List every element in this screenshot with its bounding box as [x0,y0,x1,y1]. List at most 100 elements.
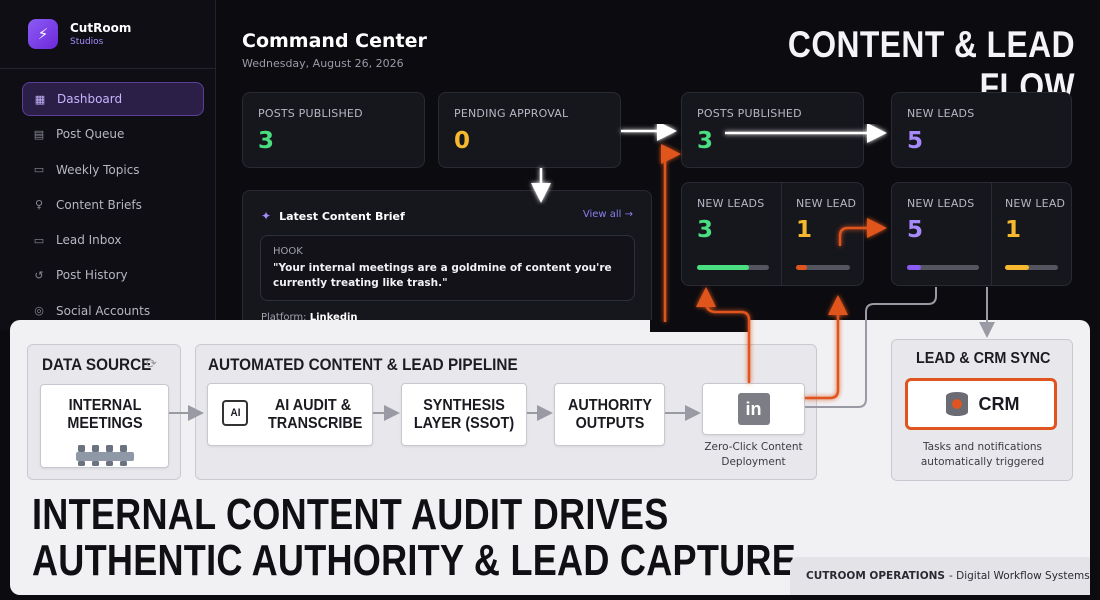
footer-tagline: - Digital Workflow Systems [948,570,1090,582]
stat-value: 1 [796,217,813,243]
crm-label: CRM [978,393,1020,414]
stat-card-new-leads[interactable]: NEW LEADS 5 [891,92,1072,168]
stat-value: 3 [697,128,714,154]
lightbulb-icon: ♀ [34,198,44,212]
progress-bar [697,265,769,270]
instagram-icon: ◎ [34,304,44,318]
stat-label: POSTS PUBLISHED [258,107,363,120]
history-icon: ↺ [34,268,44,282]
stat-card-leads-split-b[interactable]: NEW LEADS 5 NEW LEAD 1 [891,182,1072,286]
sidebar-item-label: Social Accounts [56,303,151,318]
footer-brand: CUTROOM OPERATIONS [806,570,945,582]
page-date: Wednesday, August 26, 2026 [242,57,404,70]
sidebar: ⚡ CutRoom Studios ▦ Dashboard ▤ Post Que… [0,0,216,330]
internal-meetings-node[interactable]: INTERNAL MEETINGS [40,384,169,468]
brief-title: Latest Content Brief [279,209,405,223]
stat-value: 3 [697,217,714,243]
platform-row: Platform: Linkedin [261,312,358,323]
progress-bar [796,265,850,270]
progress-bar [907,265,979,270]
calendar-icon: ▤ [33,127,45,141]
document-icon: ▭ [33,163,45,177]
brand-name: CutRoom [70,21,132,35]
authority-node[interactable]: AUTHORITY OUTPUTS [554,383,665,446]
stat-value: 5 [907,128,924,154]
brand[interactable]: ⚡ CutRoom Studios [28,19,131,49]
sidebar-item-post-queue[interactable]: ▤ Post Queue [22,117,204,151]
brief-header: ✦ Latest Content Brief [261,209,405,223]
refresh-icon: ⟳ [146,357,157,372]
split-divider [781,183,782,285]
stat-label: NEW LEADS [907,197,975,210]
progress-fill [1005,265,1029,270]
linkedin-node[interactable]: in [702,383,805,435]
stat-card-posts-published[interactable]: POSTS PUBLISHED 3 [242,92,425,168]
stat-label: NEW LEAD [1005,197,1066,210]
sidebar-item-label: Dashboard [57,92,123,106]
platform-label: Platform: [261,312,307,323]
stat-value: 1 [1005,217,1022,243]
progress-bar [1005,265,1058,270]
sidebar-item-post-history[interactable]: ↺ Post History [22,258,204,292]
stat-label: NEW LEADS [697,197,765,210]
stat-label: NEW LEADS [907,107,975,120]
progress-fill [697,265,749,270]
hook-text: "Your internal meetings are a goldmine o… [273,262,612,289]
ai-audit-node[interactable]: AI AI AUDIT & TRANSCRIBE [207,383,373,446]
sidebar-item-content-briefs[interactable]: ♀ Content Briefs [22,188,204,222]
linkedin-icon: in [737,393,770,425]
sparkle-icon: ✦ [261,209,272,223]
headline-line-2: AUTHENTIC AUTHORITY & LEAD CAPTURE [32,536,797,585]
content-brief-card: ✦ Latest Content Brief View all → HOOK "… [242,190,652,335]
bolt-icon: ⚡ [28,19,58,49]
authority-label: AUTHORITY OUTPUTS [567,396,652,432]
sidebar-item-social-accounts[interactable]: ◎ Social Accounts [22,294,204,328]
internal-meetings-label: INTERNAL MEETINGS [66,397,143,432]
stat-value: 0 [454,128,471,154]
crm-node[interactable]: CRM [905,378,1057,430]
ai-chip-label: AI [230,407,240,419]
inbox-icon: ▭ [33,233,45,247]
footer-tag: CUTROOM OPERATIONS - Digital Workflow Sy… [790,557,1090,595]
grid-icon: ▦ [34,92,46,106]
brand-sub: Studios [70,37,104,47]
stat-label: NEW LEAD [796,197,857,210]
stat-label: POSTS PUBLISHED [697,107,802,120]
sidebar-item-label: Post History [56,268,128,283]
page-title: Command Center [242,30,427,52]
hook-box: HOOK "Your internal meetings are a goldm… [260,235,635,301]
synthesis-label: SYNTHESIS LAYER (SSOT) [413,396,515,432]
sidebar-nav: ▦ Dashboard ▤ Post Queue ▭ Weekly Topics… [22,82,204,329]
headline-line-1: INTERNAL CONTENT AUDIT DRIVES [32,490,669,539]
stat-card-leads-split-a[interactable]: NEW LEADS 3 NEW LEAD 1 [681,182,864,286]
progress-fill [796,265,807,270]
sidebar-item-label: Weekly Topics [56,162,140,177]
hook-label: HOOK [273,246,303,257]
stat-card-posts-published-flow[interactable]: POSTS PUBLISHED 3 [681,92,864,168]
crm-caption: Tasks and notifications automatically tr… [920,441,1045,468]
stat-label: PENDING APPROVAL [454,107,569,120]
crm-title: LEAD & CRM SYNC [916,350,1051,367]
flow-title: CONTENT & LEAD FLOW [787,24,1075,107]
progress-fill [907,265,922,270]
ai-chip-icon: AI [222,400,248,426]
sidebar-item-label: Content Briefs [56,197,142,212]
meeting-table-icon [76,445,134,466]
sidebar-item-label: Post Queue [56,127,125,142]
divider [0,68,216,69]
stat-card-pending-approval[interactable]: PENDING APPROVAL 0 [438,92,621,168]
deploy-caption: Zero-Click Content Deployment [704,441,803,468]
sidebar-item-label: Lead Inbox [56,233,122,248]
platform-value: Linkedin [309,312,358,323]
view-all-link[interactable]: View all → [582,209,633,220]
data-source-title: DATA SOURCE [42,355,152,374]
ai-audit-label: AI AUDIT & TRANSCRIBE [268,396,363,432]
stat-value: 5 [907,217,924,243]
sidebar-item-dashboard[interactable]: ▦ Dashboard [22,82,204,116]
synthesis-node[interactable]: SYNTHESIS LAYER (SSOT) [401,383,527,446]
panel-notch [650,320,750,332]
stat-value: 3 [258,128,275,154]
sidebar-item-lead-inbox[interactable]: ▭ Lead Inbox [22,223,204,257]
database-icon [945,392,968,416]
sidebar-item-weekly-topics[interactable]: ▭ Weekly Topics [22,153,204,187]
